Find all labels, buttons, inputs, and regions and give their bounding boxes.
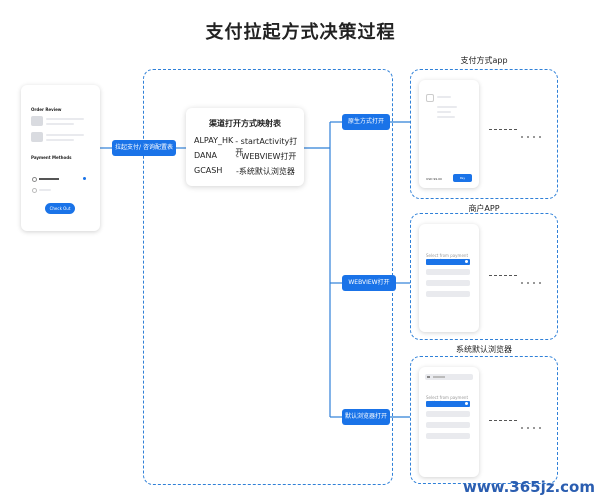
- product-thumbnail: [31, 116, 43, 126]
- mapping-row: DANA- WEBVIEW打开: [194, 151, 297, 161]
- mapping-row: ALPAY_HK- startActivity打开: [194, 136, 298, 157]
- product-thumbnail: [31, 132, 43, 142]
- method-option-bar[interactable]: [426, 433, 470, 439]
- payment-app-section: USD 99.00 Pay: [410, 69, 558, 199]
- text-line: [437, 106, 457, 108]
- check-icon: [465, 402, 468, 405]
- product-line: [46, 139, 74, 141]
- mapping-table-card: 渠道打开方式映射表 ALPAY_HK- startActivity打开 DANA…: [186, 108, 304, 186]
- checkout-screen: Order Review Payment Methods Check Out: [21, 85, 100, 231]
- mapping-table-title: 渠道打开方式映射表: [209, 119, 281, 128]
- transition-line: [489, 129, 517, 130]
- text-line: [437, 96, 451, 98]
- webview-open-button: WEBVIEW打开: [342, 275, 396, 291]
- merchant-app-screen: Select from payment methods: [419, 224, 479, 332]
- selected-method-bar[interactable]: [426, 401, 470, 407]
- payment-methods-heading: Payment Methods: [31, 155, 72, 160]
- payment-option-line: [39, 178, 59, 180]
- check-icon: [465, 260, 468, 263]
- browser-address-bar[interactable]: [425, 374, 473, 380]
- section-label-payment-app: 支付方式app: [460, 56, 508, 65]
- check-out-button[interactable]: Check Out: [45, 203, 75, 214]
- product-line: [46, 118, 84, 120]
- method-option-bar[interactable]: [426, 280, 470, 286]
- text-line: [437, 116, 455, 118]
- merchant-app-section: Select from payment methods: [410, 213, 558, 340]
- mapping-row: GCASH-系统默认浏览器: [194, 166, 295, 176]
- pay-button[interactable]: Pay: [453, 174, 472, 182]
- text-line: [437, 111, 451, 113]
- method-option-bar[interactable]: [426, 411, 470, 417]
- payment-option-line: [39, 189, 51, 191]
- method-option-bar[interactable]: [426, 269, 470, 275]
- method-option-bar[interactable]: [426, 291, 470, 297]
- url-icon: [427, 376, 430, 378]
- method-option-bar[interactable]: [426, 422, 470, 428]
- watermark: www.365jz.com: [462, 478, 595, 496]
- browser-open-button: 默认浏览器打开: [342, 409, 390, 425]
- default-browser-section: Select from payment methods: [410, 356, 558, 484]
- pull-payment-label: 拉起支付/ 咨询配置表: [112, 140, 176, 156]
- transition-line: [489, 420, 517, 421]
- selected-method-bar[interactable]: [426, 259, 470, 265]
- section-label-merchant-app: 商户APP: [468, 204, 500, 213]
- url-text-line: [433, 376, 445, 378]
- price-text: USD 99.00: [426, 177, 442, 181]
- more-dots-icon: [521, 126, 545, 145]
- transition-line: [489, 275, 517, 276]
- diagram-title: 支付拉起方式决策过程: [205, 22, 396, 43]
- native-open-button: 原生方式打开: [342, 114, 390, 130]
- browser-screen: Select from payment methods: [419, 367, 479, 477]
- radio-icon[interactable]: [32, 177, 37, 182]
- radio-icon[interactable]: [32, 188, 37, 193]
- selected-dot-icon: [83, 177, 86, 180]
- payment-app-screen: USD 99.00 Pay: [419, 80, 479, 188]
- app-logo-icon: [426, 94, 434, 102]
- order-review-heading: Order Review: [31, 107, 62, 112]
- product-line: [46, 123, 74, 125]
- section-label-default-browser: 系统默认浏览器: [456, 345, 512, 354]
- more-dots-icon: [521, 417, 545, 436]
- more-dots-icon: [521, 272, 545, 291]
- product-line: [46, 134, 84, 136]
